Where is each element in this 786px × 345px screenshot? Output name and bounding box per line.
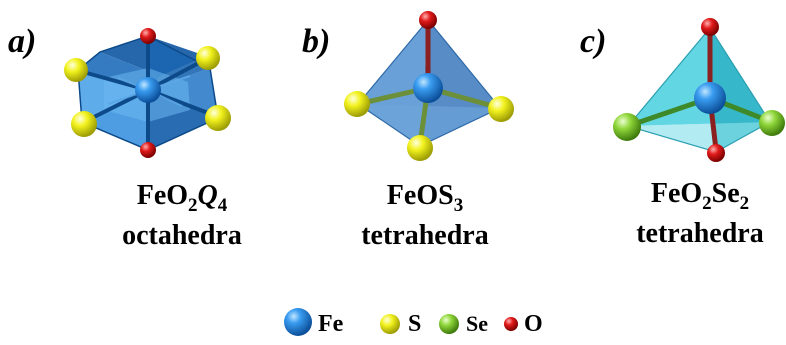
legend-se-swatch [439,314,459,334]
q-atom [196,46,220,70]
panel-b-formula: FeOS3 [387,180,463,216]
s-atom [407,135,433,161]
panel-c-geometry: tetrahedra [636,218,764,249]
legend-fe-swatch [284,308,312,336]
formula-part: 3 [454,195,464,216]
o-atom [140,28,156,44]
panel-c-label: c) [580,23,606,60]
panel-a-label: a) [8,23,36,60]
fe-atom [413,73,443,103]
s-atom [344,91,370,117]
legend-se-label: Se [466,311,488,336]
formula-part: 2 [702,193,712,214]
formula-part: 2 [740,193,750,214]
se-atom [759,110,785,136]
formula-part: 4 [218,195,228,216]
panel-c-formula: FeO2Se2 [651,178,749,214]
panel-c: c) FeO2Se2 tetrahedra [580,18,785,249]
panel-b: b) FeOS3 tetrahedra [302,11,514,251]
legend: Fe S Se O [284,308,543,337]
tetrahedron-polyhedron [357,19,501,147]
legend-o-swatch [504,317,518,331]
q-atom [64,58,88,82]
o-atom [419,11,437,29]
tetrahedron-polyhedron [626,26,771,153]
legend-s-label: S [408,311,421,337]
formula-part: FeO [651,178,702,209]
panel-b-geometry: tetrahedra [361,220,489,251]
o-atom [701,18,719,36]
se-atom [613,113,641,141]
legend-s-swatch [380,314,400,334]
o-atom [707,144,725,162]
formula-part: Se [712,178,740,209]
panel-a-geometry: octahedra [122,220,242,251]
panel-b-label: b) [302,23,330,60]
fe-atom [694,82,726,114]
panel-a-formula: FeO2Q4 [137,180,228,216]
q-atom [71,111,97,137]
panel-a: a) [8,23,242,251]
q-atom [205,105,231,131]
legend-fe-label: Fe [318,311,344,337]
s-atom [488,96,514,122]
formula-part: FeO [137,180,188,211]
legend-o-label: O [524,311,543,337]
formula-part: Q [198,180,218,211]
formula-part: 2 [188,195,198,216]
fe-atom [135,77,161,103]
formula-part: FeOS [387,180,454,211]
o-atom [140,142,156,158]
